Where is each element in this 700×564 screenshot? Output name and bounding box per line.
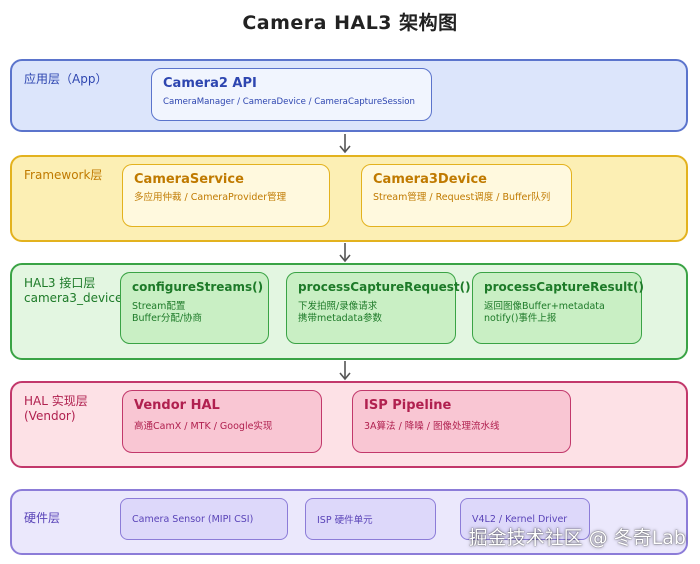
app-layer-label: 应用层（App）: [24, 72, 108, 86]
isp-pipeline-title: ISP Pipeline: [364, 398, 452, 413]
camera2-api-box: Camera2 API CameraManager / CameraDevice…: [151, 68, 432, 121]
camera-service-title: CameraService: [134, 172, 244, 187]
impl-layer-label-line2: (Vendor): [24, 409, 76, 423]
camera-service-sub: 多应用仲裁 / CameraProvider管理: [134, 192, 287, 203]
framework-layer: Framework层 CameraService 多应用仲裁 / CameraP…: [10, 155, 688, 242]
arrow-hal3-to-impl: [339, 361, 351, 381]
process-capture-result-sub1: 返回图像Buffer+metadata: [484, 301, 605, 312]
diagram-title: Camera HAL3 架构图: [242, 12, 458, 34]
hal3-interface-layer: HAL3 接口层 camera3_device_ configureStream…: [10, 263, 688, 360]
process-capture-request-sub1: 下发拍照/录像请求: [298, 301, 378, 312]
hardware-layer: 硬件层 Camera Sensor (MIPI CSI) ISP 硬件单元 V4…: [10, 489, 688, 555]
isp-hardware-box: ISP 硬件单元: [305, 498, 436, 540]
camera2-api-title: Camera2 API: [163, 76, 257, 91]
camera3-device-title: Camera3Device: [373, 172, 487, 187]
v4l2-driver-box: V4L2 / Kernel Driver: [460, 498, 590, 540]
process-capture-result-title: processCaptureResult(): [484, 280, 645, 294]
vendor-hal-title: Vendor HAL: [134, 398, 220, 413]
camera-service-box: CameraService 多应用仲裁 / CameraProvider管理: [122, 164, 330, 227]
vendor-hal-box: Vendor HAL 高通CamX / MTK / Google实现: [122, 390, 322, 453]
hal-impl-layer: HAL 实现层 (Vendor) Vendor HAL 高通CamX / MTK…: [10, 381, 688, 468]
isp-pipeline-box: ISP Pipeline 3A算法 / 降噪 / 图像处理流水线: [352, 390, 571, 453]
watermark: 掘金技术社区 @ 冬奇Lab: [468, 527, 686, 549]
camera-sensor-box: Camera Sensor (MIPI CSI): [120, 498, 288, 540]
process-capture-result-sub2: notify()事件上报: [484, 313, 557, 324]
hal3-layer-label-line2: camera3_device_: [24, 291, 129, 305]
configure-streams-sub1: Stream配置: [132, 301, 186, 312]
process-capture-request-sub2: 携带metadata参数: [298, 313, 383, 324]
process-capture-request-box: processCaptureRequest() 下发拍照/录像请求 携带meta…: [286, 272, 471, 344]
configure-streams-sub2: Buffer分配/协商: [132, 313, 203, 324]
isp-pipeline-sub: 3A算法 / 降噪 / 图像处理流水线: [364, 421, 500, 432]
impl-layer-label-line1: HAL 实现层: [24, 394, 88, 408]
camera2-api-sub: CameraManager / CameraDevice / CameraCap…: [163, 97, 415, 107]
hal3-layer-label-line1: HAL3 接口层: [24, 276, 96, 290]
app-layer: 应用层（App） Camera2 API CameraManager / Cam…: [10, 59, 688, 132]
vendor-hal-sub: 高通CamX / MTK / Google实现: [134, 421, 273, 432]
arrow-app-to-framework: [339, 134, 351, 154]
configure-streams-title: configureStreams(): [132, 280, 264, 294]
process-capture-result-box: processCaptureResult() 返回图像Buffer+metada…: [472, 272, 645, 344]
camera3-device-box: Camera3Device Stream管理 / Request调度 / Buf…: [361, 164, 572, 227]
arrow-framework-to-hal3: [339, 243, 351, 263]
camera3-device-sub: Stream管理 / Request调度 / Buffer队列: [373, 192, 551, 203]
configure-streams-box: configureStreams() Stream配置 Buffer分配/协商: [120, 272, 269, 344]
framework-layer-label: Framework层: [24, 168, 103, 182]
process-capture-request-title: processCaptureRequest(): [298, 280, 471, 294]
hardware-layer-label: 硬件层: [24, 511, 61, 525]
